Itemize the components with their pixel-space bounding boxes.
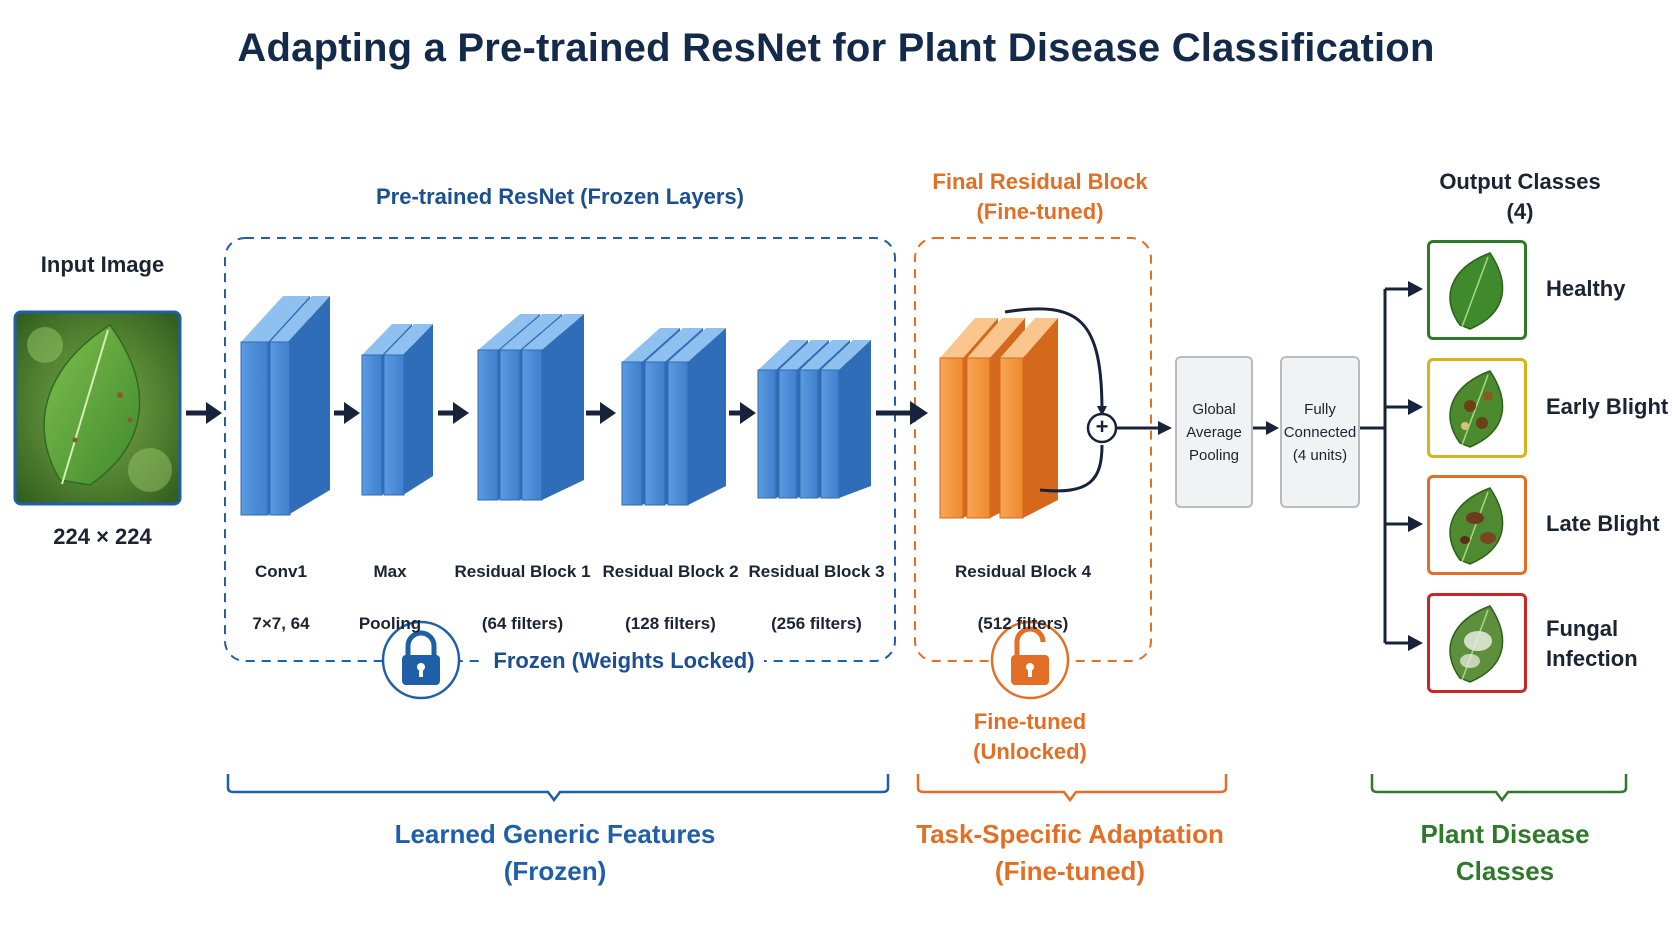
output-header-line2: (4)	[1506, 199, 1534, 224]
bottom-task-line1: Task-Specific Adaptation	[916, 819, 1224, 849]
finetune-header-line2: (Fine-tuned)	[976, 199, 1104, 224]
fully-connected-box: Fully Connected (4 units)	[1280, 356, 1360, 508]
layer-label-line1: Conv1	[255, 562, 307, 581]
layer-label-line2: (256 filters)	[771, 614, 862, 633]
layer-label-res1: Residual Block 1 (64 filters)	[450, 533, 595, 663]
unlock-label-line2: (Unlocked)	[973, 739, 1087, 764]
class-label-healthy: Healthy	[1546, 276, 1626, 301]
page-title: Adapting a Pre-trained ResNet for Plant …	[237, 26, 1435, 70]
layer-label-line2: 7×7, 64	[252, 614, 310, 633]
frozen-lock-label: Frozen (Weights Locked)	[493, 648, 755, 673]
layer-label-line1: Residual Block 3	[748, 562, 885, 581]
class-label-fungal-infection: Fungal Infection	[1546, 616, 1638, 671]
residual-block-3	[757, 340, 871, 499]
class-early-blight-box	[1427, 358, 1527, 458]
add-symbol: +	[1095, 414, 1109, 439]
layer-label-line1: Residual Block 4	[954, 562, 1092, 581]
lock-icon	[381, 620, 461, 700]
flow-arrows	[186, 401, 928, 425]
layer-label-maxpool: Max Pooling	[340, 533, 440, 663]
global-average-pooling-box: Global Average Pooling	[1175, 356, 1253, 508]
skip-connection-arrow	[1004, 307, 1107, 416]
class-healthy-box	[1427, 240, 1527, 340]
layer-label-line1: Residual Block 1	[454, 562, 591, 581]
layer-label-res2: Residual Block 2 (128 filters)	[598, 533, 743, 663]
unlock-icon	[990, 620, 1070, 700]
layer-label-line1: Max	[373, 562, 407, 581]
early-blight-leaf-icon	[1449, 370, 1504, 448]
bottom-classes-line1: Plant Disease	[1420, 819, 1590, 849]
bottom-frozen-line1: Learned Generic Features	[394, 819, 716, 849]
frozen-header: Pre-trained ResNet (Frozen Layers)	[376, 184, 744, 209]
fungal-leaf-icon	[1449, 605, 1504, 683]
class-label-late-blight: Late Blight	[1546, 511, 1660, 536]
class-fungal-infection-box	[1427, 593, 1527, 693]
layer-label-res4: Residual Block 4 (512 filters)	[948, 533, 1098, 663]
frozen-region	[224, 237, 896, 662]
finetune-brace	[916, 774, 1228, 803]
layer-label-line1: Residual Block 2	[602, 562, 739, 581]
bottom-frozen-line2: (Frozen)	[503, 856, 607, 886]
unlock-label-line1: Fine-tuned	[973, 709, 1087, 734]
head-arrows	[1116, 281, 1423, 651]
conv1-block	[240, 296, 330, 516]
skip-connection-return	[1039, 444, 1104, 493]
bottom-task-line2: (Fine-tuned)	[994, 856, 1146, 886]
layer-label-conv1: Conv1 7×7, 64	[230, 533, 332, 663]
layer-label-line2: (64 filters)	[481, 614, 564, 633]
frozen-brace	[226, 774, 890, 803]
class-label-early-blight: Early Blight	[1546, 394, 1669, 419]
residual-block-1	[477, 314, 584, 501]
input-size-label: 224 × 224	[53, 524, 152, 549]
input-image	[13, 310, 182, 506]
maxpool-block	[361, 324, 433, 496]
layer-label-res3: Residual Block 3 (256 filters)	[744, 533, 889, 663]
healthy-leaf-icon	[1449, 252, 1504, 330]
bottom-classes-line2: Classes	[1455, 856, 1555, 886]
classes-brace	[1370, 774, 1628, 803]
late-blight-leaf-icon	[1449, 487, 1504, 565]
class-late-blight-box	[1427, 475, 1527, 575]
input-image-label: Input Image	[40, 252, 165, 277]
residual-block-4	[939, 318, 1058, 519]
finetune-header-line1: Final Residual Block	[932, 169, 1148, 194]
layer-label-line2: (128 filters)	[625, 614, 716, 633]
output-header-line1: Output Classes	[1439, 169, 1601, 194]
residual-block-2	[621, 328, 726, 506]
layer-label-line2: Pooling	[358, 614, 422, 633]
layer-label-line2: (512 filters)	[977, 614, 1069, 633]
